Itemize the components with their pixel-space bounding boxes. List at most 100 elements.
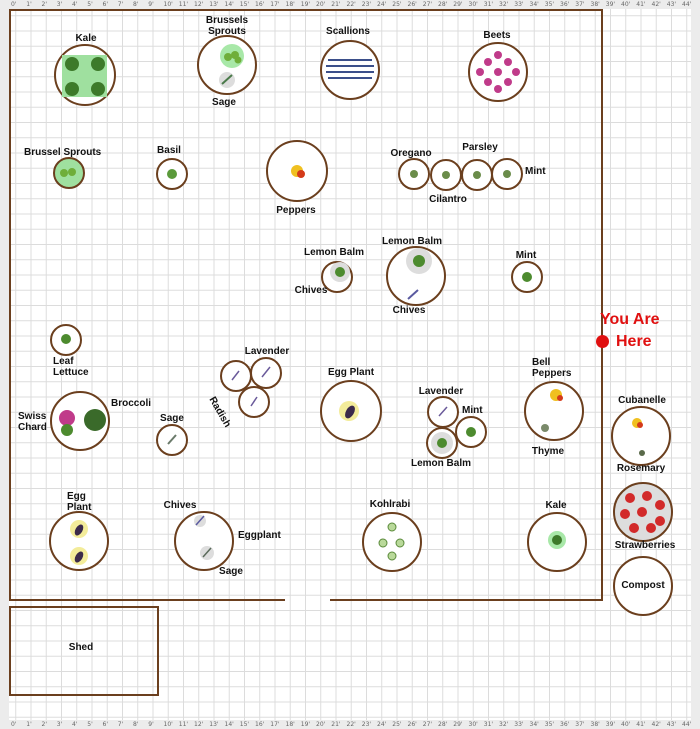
broccoli-chard-bed [50,391,110,451]
chives-eggplant-sage-bed [174,511,234,571]
top-ruler [0,0,700,9]
bottom-ruler-tick: 28' [438,721,448,728]
basil-label: Basil [157,145,181,156]
top-ruler-tick: 39' [605,1,616,8]
scallions-icon [320,40,380,100]
brussel-sprouts-label: Brussel Sprouts [24,147,102,158]
compost-label: Compost [621,580,665,591]
bottom-ruler-tick: 9' [148,721,154,728]
top-ruler-tick: 6' [102,1,108,8]
strawberry-icon [613,482,673,542]
top-ruler-tick: 16' [255,1,265,8]
top-ruler-tick: 34' [529,1,539,8]
pepper-icon [266,140,328,202]
eggplant-icon [320,380,382,442]
top-ruler-tick: 9' [148,1,154,8]
kohlrabi-icon [362,512,422,572]
mint-mid-icon [511,261,543,293]
sage-low-label: Sage [219,566,243,577]
you-are-here-line1: You Are [600,311,660,328]
bottom-ruler-tick: 11' [178,721,189,728]
bottom-ruler-tick: 8' [133,721,139,728]
bottom-ruler-tick: 34' [529,721,539,728]
leaf-lettuce-label: Leaf Lettuce [53,356,89,378]
lavender-2-label: Lavender [418,386,464,397]
brussel-sprouts-icon [53,157,85,189]
lettuce-icon [50,324,82,356]
top-ruler-tick: 30' [468,1,478,8]
bell-peppers-label: Bell Peppers [532,357,572,379]
kale-icon [54,44,116,106]
bottom-ruler-tick: 18' [285,721,295,728]
parsley-label: Parsley [462,142,498,153]
you-are-here-line2: Here [616,333,652,350]
shed-label: Shed [68,642,94,653]
bottom-ruler-tick: 26' [407,721,417,728]
bottom-ruler-tick: 40' [621,721,631,728]
top-ruler-tick: 1' [26,1,32,8]
bottom-ruler-tick: 32' [499,721,509,728]
oregano-label: Oregano [390,148,432,159]
mint-low-label: Mint [462,405,483,416]
bottom-ruler-tick: 25' [392,721,402,728]
top-ruler-tick: 14' [224,1,234,8]
bottom-ruler-tick: 7' [117,721,124,728]
kale-low-icon [527,512,587,572]
bottom-ruler-tick: 16' [255,721,265,728]
bottom-ruler-tick: 27' [422,721,433,728]
bottom-ruler-tick: 2' [41,721,47,728]
beets-icon [468,42,528,102]
top-ruler-tick: 5' [87,1,93,8]
fence [9,9,603,601]
top-ruler-tick: 38' [590,1,600,8]
bottom-ruler-tick: 13' [209,721,219,728]
left-ruler [0,0,9,729]
lemon-balm-icon [321,261,353,293]
bottom-ruler-tick: 20' [316,721,326,728]
bottom-ruler-tick: 36' [560,721,570,728]
rosemary-label: Rosemary [616,463,666,474]
top-ruler-tick: 26' [407,1,417,8]
cilantro-label: Cilantro [429,194,467,205]
top-ruler-tick: 24' [377,1,387,8]
top-ruler-tick: 25' [392,1,402,8]
chives-1-label: Chives [294,285,328,296]
lemon-balm-1-label: Lemon Balm [303,247,365,258]
brussels-sprouts-top-label: Brussels Sprouts [205,15,249,37]
shed [9,606,159,696]
bottom-ruler-tick: 43' [666,721,677,728]
top-ruler-tick: 3' [56,1,63,8]
bottom-ruler-tick: 38' [590,721,600,728]
top-ruler-tick: 11' [178,1,189,8]
sage-top-label: Sage [212,97,236,108]
bell-pepper-thyme-bed [524,381,584,441]
bottom-ruler-tick: 21' [331,721,341,728]
top-ruler-tick: 22' [346,1,356,8]
bottom-ruler-tick: 35' [544,721,555,728]
bottom-ruler-tick: 19' [300,721,311,728]
bottom-ruler-tick: 39' [605,721,616,728]
eggplant-low-bed [49,511,109,571]
strawberries-label: Strawberries [614,540,676,551]
lavender-radish-beds [220,357,282,418]
top-ruler-tick: 12' [194,1,204,8]
lavender-1-label: Lavender [244,346,290,357]
kohlrabi-label: Kohlrabi [369,499,411,510]
bottom-ruler-tick: 6' [102,721,108,728]
top-ruler-tick: 36' [560,1,570,8]
top-ruler-tick: 19' [300,1,311,8]
bottom-ruler-tick: 31' [483,721,494,728]
bottom-ruler-tick: 29' [453,721,463,728]
egg-plant-low-label: Egg Plant [67,491,92,513]
mint-mid-label: Mint [515,250,537,261]
top-ruler-tick: 35' [544,1,555,8]
top-ruler-tick: 37' [575,1,585,8]
cubanelle-label: Cubanelle [618,395,666,406]
sage-mid-icon [156,424,188,456]
top-ruler-tick: 4' [72,1,78,8]
top-ruler-tick: 7' [117,1,124,8]
top-ruler-tick: 28' [438,1,448,8]
top-ruler-tick: 18' [285,1,295,8]
bottom-ruler-tick: 14' [224,721,234,728]
